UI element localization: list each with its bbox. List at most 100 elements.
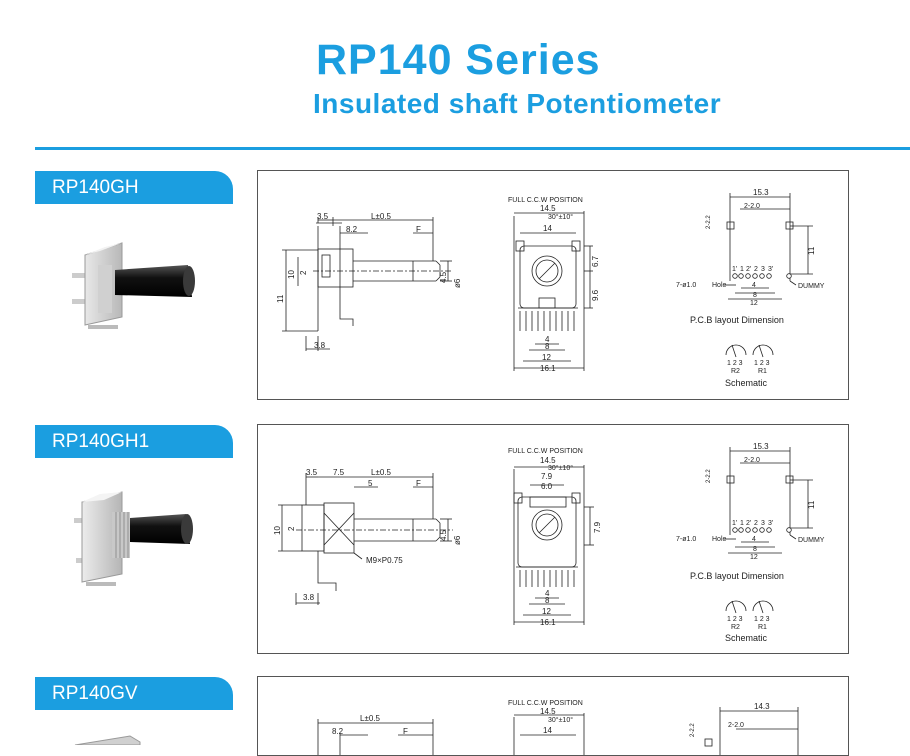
dim-label: 7.9 [541,472,553,481]
dim-label: 5 [368,479,373,488]
dim-label: 12 [750,300,758,307]
dim-label: 16.1 [540,364,556,373]
schematic: 1 2 3 1 2 3 R2 R1 Schematic [725,344,774,388]
pin-label: 2' [746,266,751,273]
drawing-panel-rp140gv: L±0.5 8.2 F FULL C.C.W POSITION 14.5 30°… [257,676,849,756]
dim-label: DUMMY [798,283,825,290]
dim-label: 4 [545,589,550,598]
pin-label: 1 2 3 [754,360,770,367]
dim-label: FULL C.C.W POSITION [508,700,583,707]
dim-label: 15.3 [753,442,769,451]
resistor-label: R2 [731,624,740,631]
dim-label: 7-ø1.0 [676,536,696,543]
dim-label: 2-2.0 [744,457,760,464]
dim-label: 30°±10° [548,716,573,724]
product-photo-rp140gh [72,242,195,329]
section-tab-rp140gh1: RP140GH1 [35,425,233,458]
pin-label: 1 2 3 [754,616,770,623]
dim-label: DUMMY [798,537,825,544]
dim-label: 3.5 [317,212,329,221]
pcb-layout-title: P.C.B layout Dimension [690,315,784,325]
side-view: 3.5 L±0.5 8.2 F 10 2 4.5 ø6 11 3.8 [276,212,462,351]
dim-label: 7.5 [333,468,345,477]
dim-label: 2 [287,526,296,531]
dim-label: Hole [712,282,727,289]
dim-label: 16.1 [540,618,556,627]
pin-label: 2' [746,520,751,527]
schematic: 1 2 3 1 2 3 R2 R1 Schematic [725,600,774,643]
dim-label: F [416,479,421,488]
dim-label: 9.6 [591,289,600,301]
dim-label: 2-2.2 [706,215,712,229]
product-photo-rp140gv [74,735,141,745]
dim-label: 30°±10° [548,213,573,221]
front-view: FULL C.C.W POSITION 14.5 30°±10° 14 [508,700,585,755]
dim-label: 14.5 [540,707,556,716]
drawing-panel-rp140gh1: 3.5 7.5 L±0.5 5 F 10 2 4.5 ø6 M9×P0.75 3… [257,424,849,654]
front-view: FULL C.C.W POSITION 14.5 30°±10° 7.9 6.0… [508,448,602,627]
pcb-layout: 2-2.2 15.3 2-2.0 11 7-ø1.0 Hole 1' 1 2' … [676,188,825,325]
dim-label: 8 [545,342,550,351]
dim-label: 14.5 [540,456,556,465]
pcb-layout-title: P.C.B layout Dimension [690,571,784,581]
pcb-layout: 2-2.2 15.3 2-2.0 11 7-ø1.0 Hole 1' 1 2' … [676,442,825,581]
side-view: 3.5 7.5 L±0.5 5 F 10 2 4.5 ø6 M9×P0.75 3… [273,468,462,605]
schematic-title: Schematic [725,633,768,643]
dim-label: 4 [752,282,756,289]
dim-label: M9×P0.75 [366,556,403,565]
pin-label: 1 [740,266,744,273]
section-tab-rp140gh: RP140GH [35,171,233,204]
dim-label: 8.2 [332,727,344,736]
side-view: L±0.5 8.2 F [317,714,434,755]
dim-label: 2-2.2 [706,469,712,483]
dim-label: 2-2.0 [728,722,744,729]
dim-label: 11 [807,246,816,255]
page-title: RP140 Series [316,36,601,84]
dim-label: 14.3 [754,702,770,711]
pin-label: 3' [768,520,773,527]
dim-label: 3.5 [306,468,318,477]
dim-label: ø6 [453,278,462,288]
pin-label: 3' [768,266,773,273]
pin-label: 2 [754,520,758,527]
dim-label: 6.7 [591,255,600,267]
dim-label: 7-ø1.0 [676,282,696,289]
dim-label: 4 [545,335,550,344]
header-divider [35,147,910,150]
resistor-label: R1 [758,624,767,631]
page-subtitle: Insulated shaft Potentiometer [313,88,722,119]
dim-label: 11 [276,294,285,303]
dim-label: 4 [752,536,756,543]
dim-label: 7.9 [593,521,602,533]
dim-label: 10 [287,270,296,279]
dim-label: L±0.5 [360,714,381,723]
pin-label: 3 [761,266,765,273]
front-view: FULL C.C.W POSITION 14.5 30°±10° 14 6.7 … [508,197,600,373]
dim-label: Hole [712,536,727,543]
dim-label: F [403,727,408,736]
dim-label: 2 [299,270,308,275]
dim-label: FULL C.C.W POSITION [508,448,583,455]
technical-drawing: 3.5 L±0.5 8.2 F 10 2 4.5 ø6 11 3.8 [276,188,825,388]
pin-label: 1' [732,520,737,527]
resistor-label: R1 [758,368,767,375]
section-tab-rp140gv: RP140GV [35,677,233,710]
dim-label: 6.0 [541,482,553,491]
dim-label: 8 [545,596,550,605]
drawing-panel-rp140gh: 3.5 L±0.5 8.2 F 10 2 4.5 ø6 11 3.8 [257,170,849,400]
dim-label: 8 [753,546,757,553]
pin-label: 1' [732,266,737,273]
pcb-layout: 2-2.2 14.3 2-2.0 [690,702,799,755]
dim-label: 30°±10° [548,464,573,472]
pin-label: 1 2 3 [727,616,743,623]
dim-label: 10 [273,526,282,535]
dim-label: 12 [542,607,551,616]
product-photo-rp140gh1 [74,491,193,586]
dim-label: 14 [543,224,552,233]
dim-label: 3.8 [303,593,315,602]
dim-label: L±0.5 [371,468,392,477]
dim-label: 8 [753,292,757,299]
dim-label: F [416,225,421,234]
pin-label: 1 [740,520,744,527]
pin-label: 1 2 3 [727,360,743,367]
